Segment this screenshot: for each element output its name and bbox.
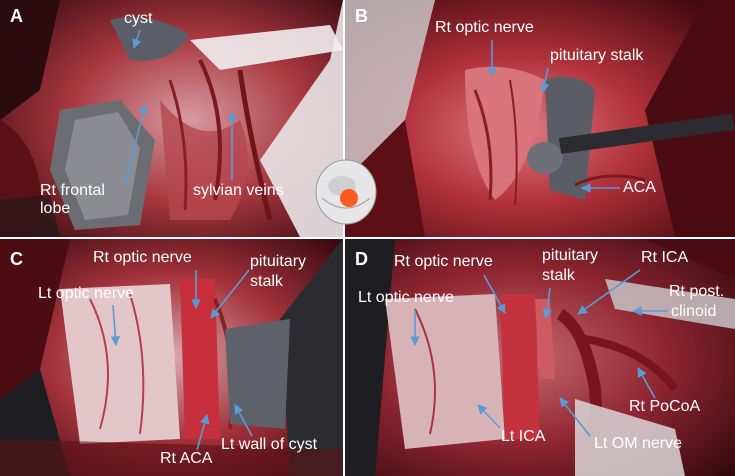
panel-c-photo <box>0 239 343 476</box>
panel-a-letter: A <box>10 6 23 26</box>
label-rt-optic-nerve-b: Rt optic nerve <box>435 19 534 36</box>
label-lt-ica-d: Lt ICA <box>501 428 546 445</box>
label-pituitary-stalk-b: pituitary stalk <box>550 47 644 64</box>
label-pituitary-c-line1: pituitary <box>250 253 307 270</box>
panel-c: C Rt optic nerve Lt optic nerve pituitar… <box>0 239 343 476</box>
panel-d-letter: D <box>355 249 368 269</box>
label-rt-frontal-line1: Rt frontal <box>40 182 105 199</box>
label-rt-aca-c: Rt ACA <box>160 450 213 467</box>
label-aca-b: ACA <box>623 179 656 196</box>
label-lt-optic-nerve-d: Lt optic nerve <box>358 289 455 306</box>
label-rt-pocoa-d: Rt PoCoA <box>629 398 701 415</box>
head-orientation-icon <box>315 159 377 225</box>
label-pituitary-d-line1: pituitary <box>542 247 599 264</box>
panel-b: B Rt optic nerve pituitary stalk ACA <box>345 0 735 237</box>
label-sylvian-veins: sylvian veins <box>193 182 284 199</box>
label-rt-optic-nerve-c: Rt optic nerve <box>93 249 192 266</box>
panel-a: A cyst Rt frontal lobe sylvian veins <box>0 0 343 237</box>
label-lt-wall-of-cyst-c: Lt wall of cyst <box>221 436 318 453</box>
surgical-target-marker <box>340 189 358 207</box>
label-lt-optic-nerve-c: Lt optic nerve <box>38 285 135 302</box>
label-lt-om-nerve-d: Lt OM nerve <box>594 435 683 452</box>
panel-d: D Rt optic nerve Lt optic nerve pituitar… <box>345 239 735 476</box>
label-rt-optic-nerve-d: Rt optic nerve <box>394 253 493 270</box>
label-cyst: cyst <box>124 10 153 27</box>
label-rt-post-d-line1: Rt post. <box>669 283 725 300</box>
label-rt-ica-d: Rt ICA <box>641 249 689 266</box>
panel-b-letter: B <box>355 6 368 26</box>
panel-b-photo <box>345 0 735 237</box>
panel-c-letter: C <box>10 249 23 269</box>
label-clinoid-d-line2: clinoid <box>671 303 717 320</box>
label-pituitary-d-line2: stalk <box>542 267 575 284</box>
label-rt-frontal-line2: lobe <box>40 200 71 217</box>
label-pituitary-c-line2: stalk <box>250 273 283 290</box>
